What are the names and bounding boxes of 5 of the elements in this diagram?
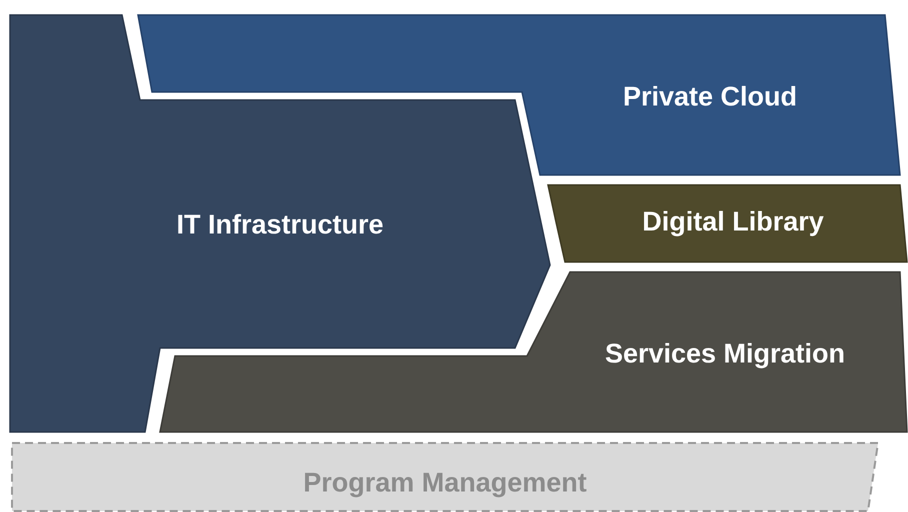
- shape-label: Services Migration: [604, 338, 846, 370]
- shape-label: Digital Library: [642, 206, 824, 238]
- shape-label: IT Infrastructure: [176, 210, 384, 240]
- shape-label: Private Cloud: [622, 82, 798, 112]
- shape-label: Program Management: [303, 468, 587, 498]
